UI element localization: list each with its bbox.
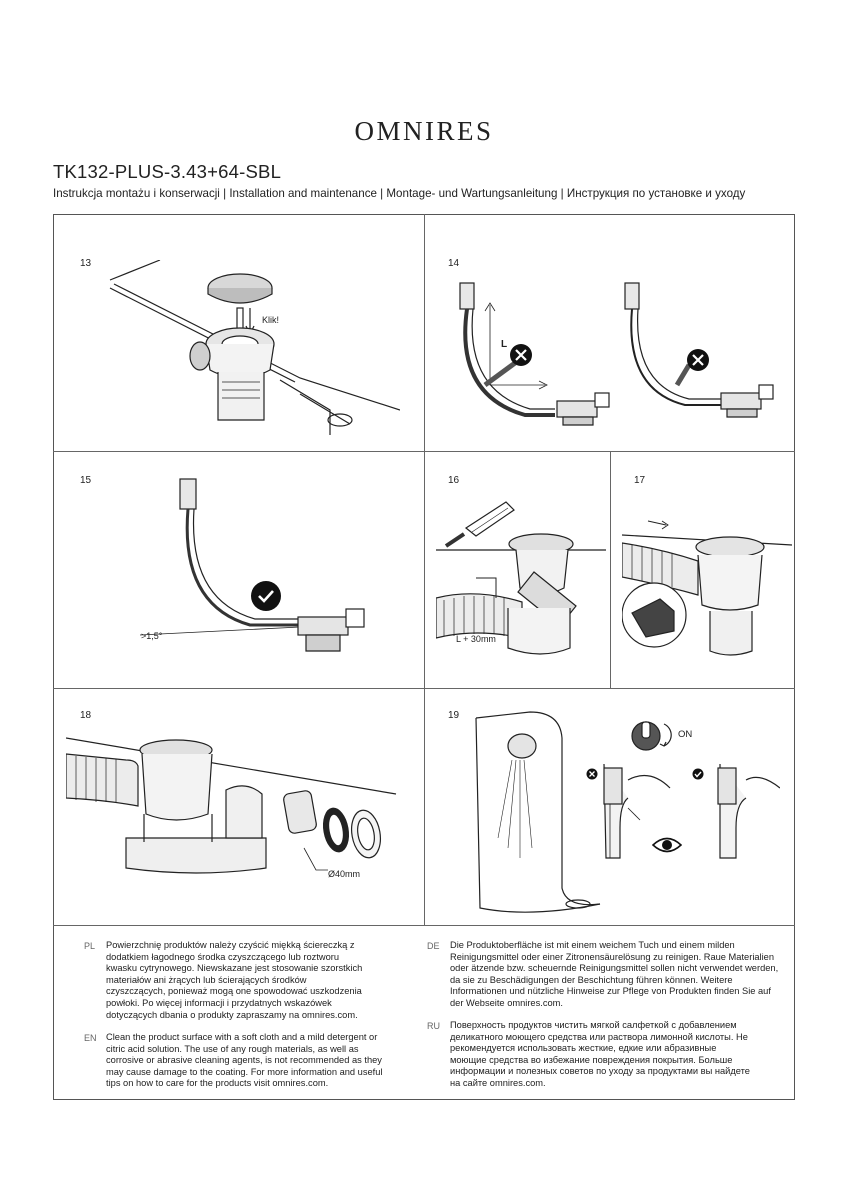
rotate-knob-icon — [631, 721, 672, 751]
length-label: L — [501, 339, 508, 350]
step-number-17: 17 — [634, 475, 646, 486]
step-18-illustration — [66, 737, 397, 874]
step-15-illustration — [140, 478, 365, 652]
diameter-label: Ø40mm — [328, 869, 361, 879]
step-number-14: 14 — [448, 258, 460, 269]
klik-label: Klik! — [262, 315, 280, 325]
step-number-18: 18 — [80, 710, 92, 721]
on-label: ON — [678, 729, 693, 740]
cross-circle-icon — [510, 344, 532, 366]
step-14-illustration — [459, 282, 774, 426]
document-subtitle: Instrukcja montażu i konserwacji | Insta… — [53, 187, 746, 200]
lang-code-en: EN — [84, 1033, 97, 1043]
brand-logo: OMNIRES — [354, 116, 494, 146]
model-number: TK132-PLUS-3.43+64-SBL — [53, 161, 282, 182]
maintenance-text-ru: Поверхность продуктов чистить мягкой сал… — [450, 1020, 750, 1088]
divider-row-3 — [53, 925, 795, 926]
lang-code-ru: RU — [427, 1021, 440, 1031]
step-19-illustration — [475, 711, 780, 913]
step-number-16: 16 — [448, 475, 460, 486]
step-17-illustration — [622, 520, 792, 656]
divider-col-main — [424, 214, 425, 925]
check-circle-icon — [251, 581, 281, 611]
maintenance-text-pl: Powierzchnię produktów należy czyścić mi… — [106, 940, 363, 1020]
cross-circle-icon — [687, 349, 709, 371]
step-number-13: 13 — [80, 258, 92, 269]
maintenance-text-de: Die Produktoberfläche ist mit einem weic… — [450, 940, 779, 1008]
slope-label: >1,5° — [141, 631, 163, 641]
step-16-illustration — [436, 501, 606, 655]
lang-code-de: DE — [427, 941, 440, 951]
step-number-15: 15 — [80, 475, 92, 486]
step-13-illustration — [109, 260, 400, 435]
cut-length-label: L + 30mm — [456, 634, 496, 644]
eye-icon — [652, 837, 682, 853]
check-circle-icon — [692, 768, 704, 780]
step-number-19: 19 — [448, 710, 460, 721]
lang-code-pl: PL — [84, 941, 96, 951]
divider-col-16-17 — [610, 451, 611, 688]
maintenance-text-en: Clean the product surface with a soft cl… — [106, 1032, 383, 1089]
cross-circle-icon — [586, 768, 598, 780]
